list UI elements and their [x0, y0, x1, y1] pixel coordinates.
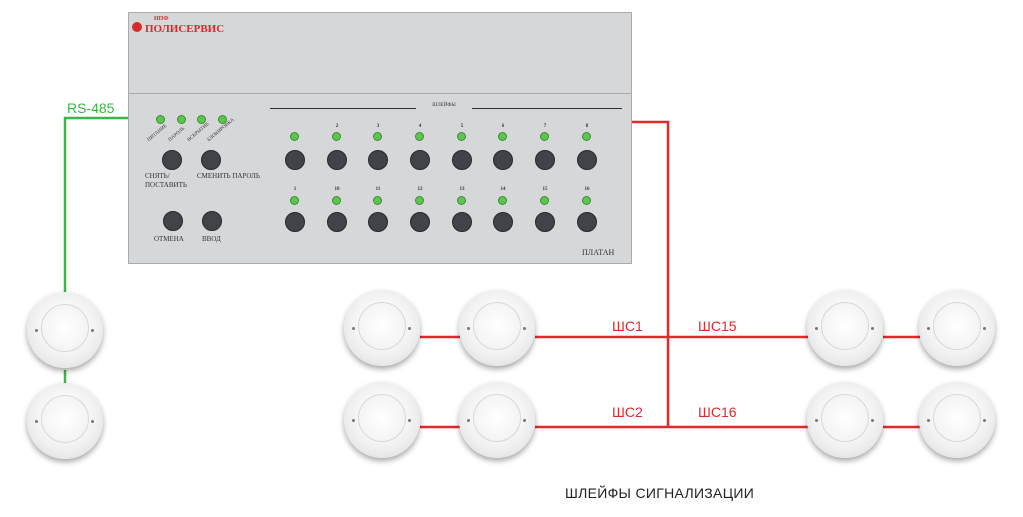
- tamper-led: [197, 115, 206, 124]
- loop-led: [290, 132, 299, 141]
- loop-number: 16: [584, 187, 590, 192]
- loop-button[interactable]: [577, 150, 597, 170]
- loop-led: [498, 132, 507, 141]
- loop-button[interactable]: [535, 212, 555, 232]
- loop-label-sc15: ШС15: [698, 318, 737, 334]
- loop-number: 12: [417, 187, 423, 192]
- loops-header-line-left: [270, 108, 416, 109]
- loop-number: 2: [335, 124, 339, 129]
- loop-led: [457, 132, 466, 141]
- loop-led: [373, 132, 382, 141]
- password-led: [177, 115, 186, 124]
- loop-button[interactable]: [327, 212, 347, 232]
- model-name: ПЛАТАН: [582, 248, 615, 257]
- loop-number: 1: [293, 187, 297, 192]
- loop-led: [582, 196, 591, 205]
- cancel-button[interactable]: [163, 211, 183, 231]
- loop-button[interactable]: [410, 212, 430, 232]
- lock-led: [218, 115, 227, 124]
- loop-number: 7: [543, 124, 547, 129]
- loop-button[interactable]: [410, 150, 430, 170]
- detector-sc16-b: [919, 382, 995, 458]
- diagram-caption: ШЛЕЙФЫ СИГНАЛИЗАЦИИ: [565, 485, 755, 501]
- detector-sc2-b: [459, 382, 535, 458]
- loop-button[interactable]: [493, 150, 513, 170]
- detector-sc15-a: [807, 290, 883, 366]
- loop-button[interactable]: [493, 212, 513, 232]
- panel-divider: [128, 93, 632, 94]
- enter-button[interactable]: [202, 211, 222, 231]
- loop-button[interactable]: [285, 150, 305, 170]
- brand-prefix: НПФ: [154, 16, 169, 22]
- loop-label-sc1: ШС1: [612, 318, 643, 334]
- loop-led: [457, 196, 466, 205]
- arm-disarm-label-line1: СНЯТЬ/: [145, 172, 170, 180]
- loop-led: [582, 132, 591, 141]
- loop-number: 8: [585, 124, 589, 129]
- change-password-button[interactable]: [201, 150, 221, 170]
- loop-led: [498, 196, 507, 205]
- loop-number: 3: [376, 124, 380, 129]
- loop-led: [415, 196, 424, 205]
- loop-number: 5: [460, 124, 464, 129]
- loop-button[interactable]: [535, 150, 555, 170]
- loop-button[interactable]: [452, 150, 472, 170]
- detector-sc15-b: [919, 290, 995, 366]
- detector-sc1-b: [459, 290, 535, 366]
- loop-number: 10: [334, 187, 340, 192]
- arm-disarm-label: СНЯТЬ/ ПОСТАВИТЬ: [145, 172, 187, 190]
- loop-number: 13: [459, 187, 465, 192]
- loop-led: [415, 132, 424, 141]
- change-password-label: СМЕНИТЬ ПАРОЛЬ: [197, 172, 260, 180]
- loop-bus-wire: [632, 120, 670, 427]
- loops-title: ШЛЕЙФЫ: [432, 103, 456, 108]
- enter-label: ВВОД: [202, 235, 221, 243]
- loop-label-sc16: ШС16: [698, 404, 737, 420]
- loop-button[interactable]: [368, 212, 388, 232]
- loop-button[interactable]: [368, 150, 388, 170]
- rs485-wire: [63, 116, 128, 296]
- loop-led: [540, 132, 549, 141]
- arm-disarm-button[interactable]: [162, 150, 182, 170]
- loop-button[interactable]: [577, 212, 597, 232]
- arm-disarm-label-line2: ПОСТАВИТЬ: [145, 181, 187, 189]
- loop-number: 14: [500, 187, 506, 192]
- loop-label-sc2: ШС2: [612, 404, 643, 420]
- loop-led: [290, 196, 299, 205]
- loop-number: 6: [501, 124, 505, 129]
- brand-flame-icon: [132, 22, 142, 32]
- loop-led: [373, 196, 382, 205]
- cancel-label: ОТМЕНА: [154, 235, 184, 243]
- loop-number: 11: [375, 187, 381, 192]
- loop-led: [332, 196, 341, 205]
- loop-number: 4: [418, 124, 422, 129]
- detector-sc16-a: [807, 382, 883, 458]
- loops-header-line-right: [472, 108, 622, 109]
- loop-button[interactable]: [327, 150, 347, 170]
- rs485-label: RS-485: [67, 100, 115, 116]
- loop-led: [332, 132, 341, 141]
- power-led: [156, 115, 165, 124]
- detector-rs485-1: [27, 292, 103, 368]
- detector-sc2-a: [344, 382, 420, 458]
- detector-sc1-a: [344, 290, 420, 366]
- loop-led: [540, 196, 549, 205]
- loop-number: 15: [542, 187, 548, 192]
- loop-button[interactable]: [285, 212, 305, 232]
- loop-button[interactable]: [452, 212, 472, 232]
- detector-rs485-2: [27, 383, 103, 459]
- brand-name: ПОЛИСЕРВИС: [145, 23, 225, 35]
